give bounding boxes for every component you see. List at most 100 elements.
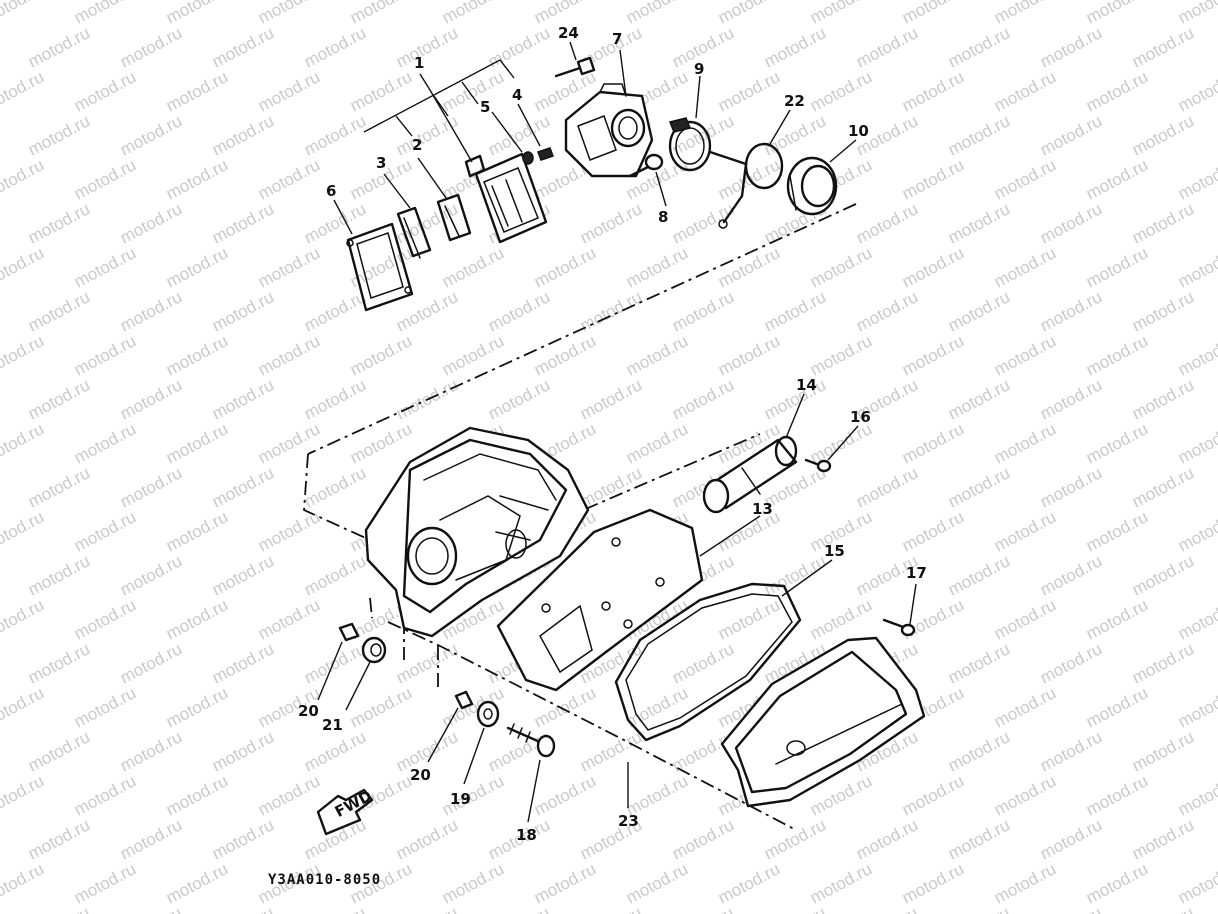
watermark-text: motod.ru <box>255 419 323 467</box>
part-9-clamp <box>668 117 712 172</box>
watermark-text: motod.ru <box>25 375 93 423</box>
watermark-text: motod.ru <box>715 595 783 643</box>
watermark-text: motod.ru <box>0 727 1 775</box>
callout-19: 19 <box>450 790 471 808</box>
watermark-text: motod.ru <box>347 419 415 467</box>
part-18-bolt <box>506 723 556 758</box>
watermark-text: motod.ru <box>807 859 875 907</box>
watermark-text: motod.ru <box>209 463 277 511</box>
watermark-text: motod.ru <box>1037 375 1105 423</box>
watermark-text: motod.ru <box>209 111 277 159</box>
watermark-text: motod.ru <box>531 771 599 819</box>
part-2-reed <box>436 193 472 242</box>
watermark-text: motod.ru <box>1129 199 1197 247</box>
watermark-text: motod.ru <box>209 815 277 863</box>
watermark-text: motod.ru <box>1175 683 1218 731</box>
watermark-text: motod.ru <box>163 67 231 115</box>
watermark-text: motod.ru <box>899 419 967 467</box>
watermark-text: motod.ru <box>209 551 277 599</box>
watermark-text: motod.ru <box>0 463 1 511</box>
watermark-text: motod.ru <box>209 375 277 423</box>
watermark-text: motod.ru <box>163 859 231 907</box>
callout-4: 4 <box>512 86 522 104</box>
watermark-text: motod.ru <box>669 375 737 423</box>
callout-24: 24 <box>558 24 579 42</box>
watermark-text: motod.ru <box>991 595 1059 643</box>
part-6-gasket <box>346 222 414 312</box>
watermark-text: motod.ru <box>715 507 783 555</box>
watermark-text: motod.ru <box>577 199 645 247</box>
watermark-text: motod.ru <box>1175 155 1218 203</box>
watermark-text: motod.ru <box>1083 419 1151 467</box>
part-4-screw <box>537 147 554 161</box>
watermark-text: motod.ru <box>347 683 415 731</box>
watermark-text: motod.ru <box>439 859 507 907</box>
watermark-text: motod.ru <box>899 771 967 819</box>
watermark-text: motod.ru <box>163 595 231 643</box>
watermark-text: motod.ru <box>715 859 783 907</box>
watermark-text: motod.ru <box>945 199 1013 247</box>
watermark-text: motod.ru <box>0 375 1 423</box>
watermark-text: motod.ru <box>393 287 461 335</box>
watermark-text: motod.ru <box>1175 595 1218 643</box>
watermark-text: motod.ru <box>991 0 1059 28</box>
watermark-text: motod.ru <box>1037 727 1105 775</box>
watermark-text: motod.ru <box>899 507 967 555</box>
air-cleaner-case <box>364 426 590 638</box>
watermark-text: motod.ru <box>577 903 645 914</box>
part-5-washer <box>522 151 534 165</box>
callout-labels: 1 2 3 4 5 6 7 8 9 10 13 14 15 16 17 18 1… <box>298 24 927 844</box>
watermark-text: motod.ru <box>531 243 599 291</box>
watermark-text: motod.ru <box>991 507 1059 555</box>
watermark-text: motod.ru <box>117 375 185 423</box>
watermark-text: motod.ru <box>0 683 47 731</box>
watermark-text: motod.ru <box>117 111 185 159</box>
watermark-text: motod.ru <box>807 243 875 291</box>
watermark-text: motod.ru <box>393 815 461 863</box>
watermark-text: motod.ru <box>301 23 369 71</box>
watermark-text: motod.ru <box>485 287 553 335</box>
watermark-text: motod.ru <box>301 727 369 775</box>
watermark-text: motod.ru <box>853 287 921 335</box>
assembly-phantom-lines <box>303 203 857 831</box>
watermark-text: motod.ru <box>255 0 323 28</box>
watermark-text: motod.ru <box>209 23 277 71</box>
watermark-text: motod.ru <box>991 419 1059 467</box>
watermark-text: motod.ru <box>1083 155 1151 203</box>
callout-10: 10 <box>848 122 869 140</box>
watermark-text: motod.ru <box>117 815 185 863</box>
watermark-text: motod.ru <box>577 287 645 335</box>
part-17-screw <box>882 618 916 637</box>
watermark-text: motod.ru <box>71 595 139 643</box>
callout-8: 8 <box>658 208 668 226</box>
part-16-screw <box>804 458 832 473</box>
watermark-text: motod.ru <box>25 551 93 599</box>
watermark-text: motod.ru <box>761 23 829 71</box>
watermark-text: motod.ru <box>163 683 231 731</box>
watermark-text: motod.ru <box>0 0 47 28</box>
watermark-text: motod.ru <box>71 419 139 467</box>
watermark-text: motod.ru <box>991 243 1059 291</box>
callout-18: 18 <box>516 826 537 844</box>
watermark-text: motod.ru <box>899 0 967 28</box>
watermark-text: motod.ru <box>117 287 185 335</box>
watermark-text: motod.ru <box>255 155 323 203</box>
watermark-text: motod.ru <box>577 727 645 775</box>
reed-valve-assembly <box>346 56 838 312</box>
watermark-text: motod.ru <box>623 331 691 379</box>
watermark-text: motod.ru <box>301 199 369 247</box>
callout-22: 22 <box>784 92 805 110</box>
part-10-cap <box>786 156 838 216</box>
watermark-text: motod.ru <box>0 155 47 203</box>
watermark-text: motod.ru <box>25 23 93 71</box>
watermark-text: motod.ru <box>255 771 323 819</box>
watermark-text: motod.ru <box>485 903 553 914</box>
watermark-text: motod.ru <box>117 551 185 599</box>
watermark-text: motod.ru <box>71 67 139 115</box>
watermark-text: motod.ru <box>71 331 139 379</box>
callout-7: 7 <box>612 30 622 48</box>
watermark-text: motod.ru <box>1129 815 1197 863</box>
watermark-text: motod.ru <box>163 155 231 203</box>
watermark-text: motod.ru <box>25 111 93 159</box>
watermark-text: motod.ru <box>0 507 47 555</box>
